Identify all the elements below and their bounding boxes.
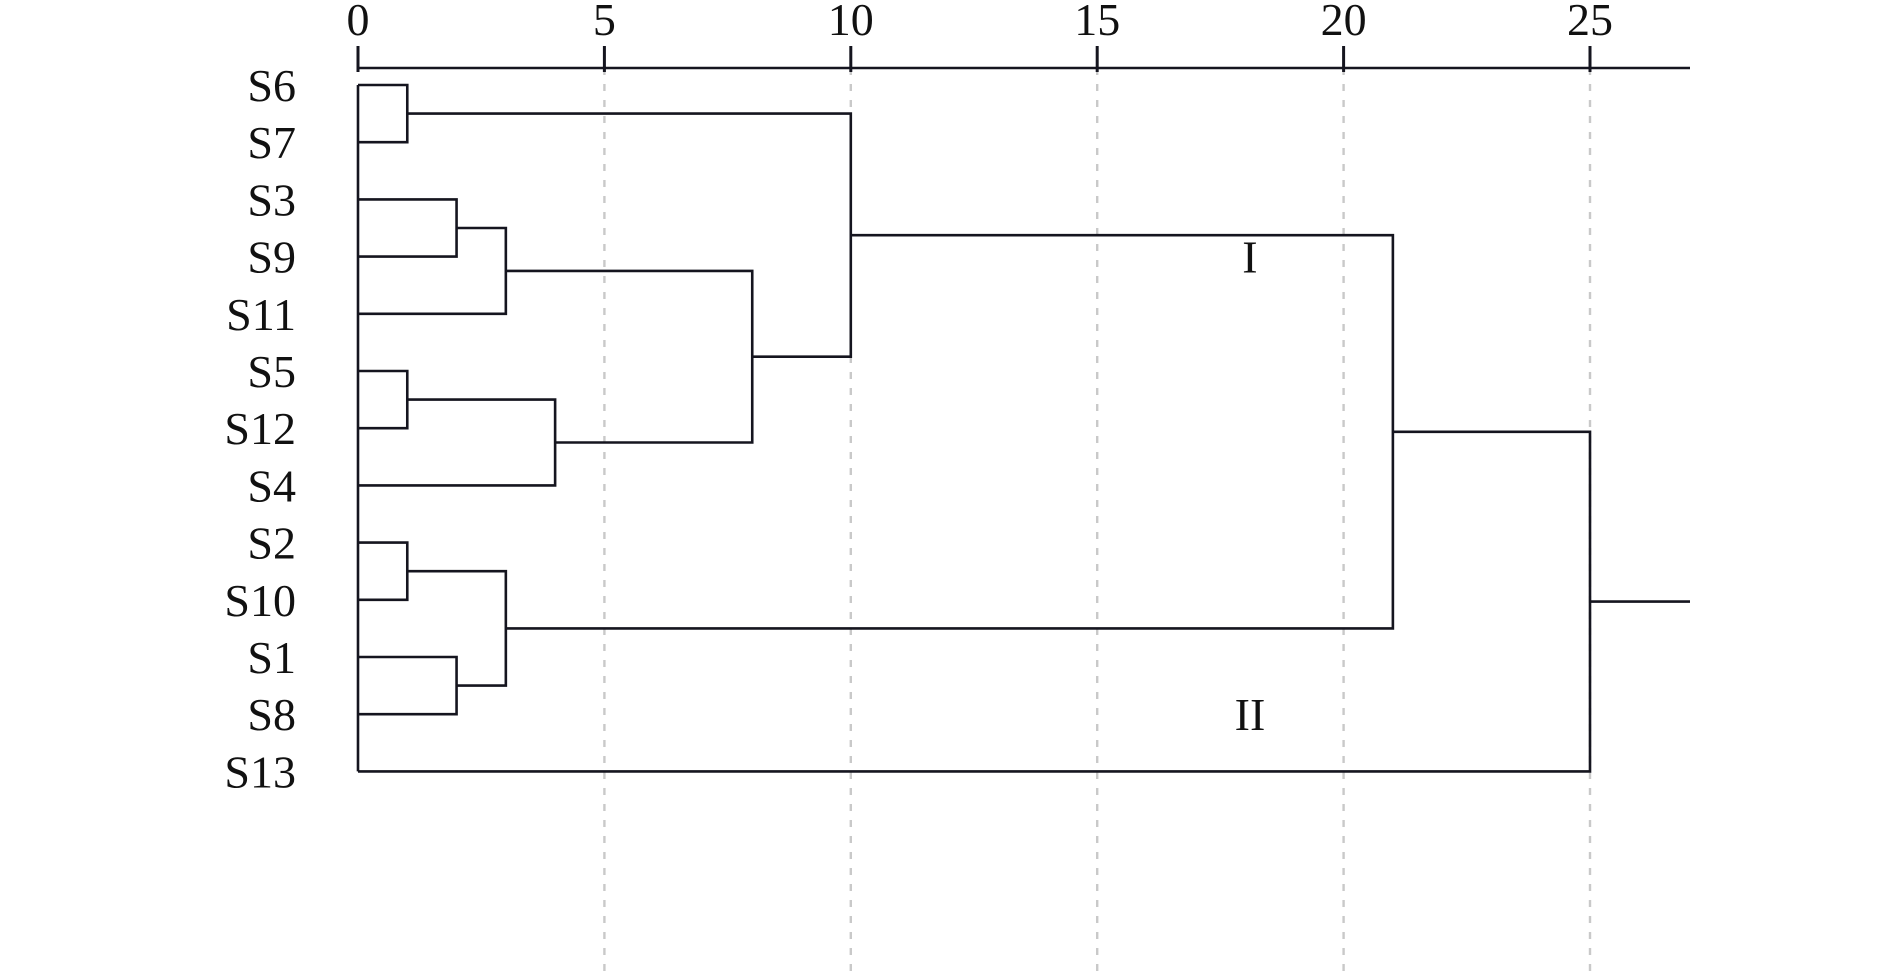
- leaf-label-S12: S12: [224, 403, 296, 454]
- axis-tick-label-20: 20: [1321, 0, 1367, 45]
- axis-tick-label-10: 10: [828, 0, 874, 45]
- gridlines-group: [603, 68, 1592, 973]
- dendrogram-links-group: [356, 83, 1690, 773]
- axis-tick-label-15: 15: [1074, 0, 1120, 45]
- axis-tick-labels-group: 0 5 10 15 20 25: [347, 0, 1614, 45]
- axis-tick-label-0: 0: [347, 0, 370, 45]
- leaf-label-S2: S2: [247, 518, 296, 569]
- dendrogram-link-m1: [358, 83, 409, 144]
- dendrogram-link-m11: [505, 233, 1395, 630]
- dendrogram-link-m3: [358, 226, 508, 316]
- dendrogram-link-m8: [358, 541, 409, 602]
- axis-tick-label-25: 25: [1567, 0, 1613, 45]
- cluster-II-label: II: [1235, 689, 1266, 740]
- leaf-label-S4: S4: [247, 460, 296, 511]
- dendrogram-link-m12: [358, 430, 1592, 773]
- dendrogram-link-m7: [407, 112, 853, 358]
- axis-tick-label-5: 5: [593, 0, 616, 45]
- leaf-label-S9: S9: [247, 232, 296, 283]
- leaf-label-S1: S1: [247, 632, 296, 683]
- leaf-label-S8: S8: [247, 689, 296, 740]
- cluster-I-label: I: [1242, 232, 1257, 283]
- dendrogram-link-m6: [505, 269, 754, 444]
- dendrogram-link-m5: [358, 398, 557, 487]
- leaf-label-S10: S10: [224, 575, 296, 626]
- axis-group: [356, 46, 1690, 72]
- leaf-label-S6: S6: [247, 60, 296, 111]
- leaf-label-S5: S5: [247, 346, 296, 397]
- leaf-label-S7: S7: [247, 117, 296, 168]
- cluster-labels-group: III: [1235, 232, 1266, 741]
- leaf-label-S13: S13: [224, 746, 296, 797]
- dendrogram-link-m2: [358, 198, 458, 258]
- leaf-label-S3: S3: [247, 174, 296, 225]
- dendrogram-link-m4: [358, 369, 409, 430]
- leaf-label-S11: S11: [226, 289, 296, 340]
- dendrogram-link-m9: [358, 655, 458, 716]
